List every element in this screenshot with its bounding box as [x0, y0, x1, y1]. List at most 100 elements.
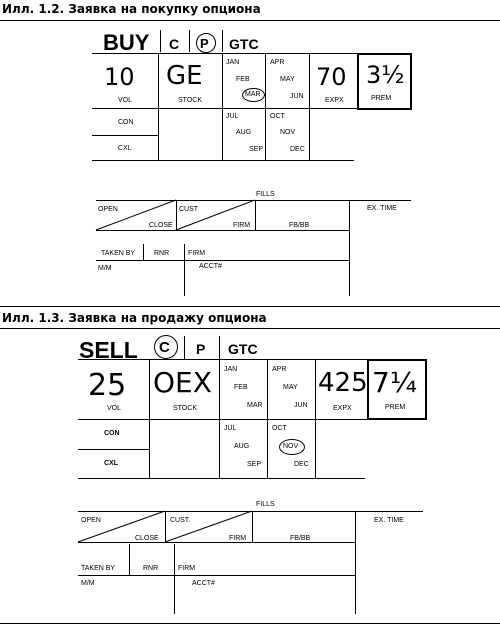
grid-line	[315, 359, 316, 478]
grid-line	[78, 542, 355, 543]
close-label: CLOSE	[149, 222, 173, 229]
call-option: C	[159, 339, 170, 356]
bottom-rule	[0, 623, 500, 624]
grid-line	[96, 260, 349, 261]
takenby-label: TAKEN BY	[81, 565, 116, 572]
open-label: OPEN	[98, 206, 118, 213]
month-apr: APR	[270, 59, 285, 66]
section-rule	[0, 306, 500, 307]
caption-rule	[0, 328, 500, 329]
grid-line	[349, 200, 350, 296]
fills-label: FILLS	[256, 501, 275, 508]
mm-label: M/M	[98, 265, 112, 272]
premium-value: 7¼	[372, 366, 417, 399]
month-mar: MAR	[245, 91, 261, 98]
acct-label: ACCT#	[192, 580, 215, 587]
prem-label: PREM	[385, 404, 406, 411]
premium-box	[357, 53, 412, 110]
stock-label: STOCK	[178, 97, 202, 104]
month-mar: MAR	[247, 402, 263, 409]
grid-line	[165, 511, 166, 542]
month-sep: SEP	[249, 146, 264, 153]
figure-caption-2: Илл. 1.3. Заявка на продажу опциона	[2, 311, 267, 325]
gtc-label: GTC	[229, 36, 259, 52]
open-close-diagonal	[77, 510, 166, 543]
con-label: CON	[118, 119, 134, 126]
month-jan: JAN	[226, 59, 240, 66]
vol-label: VOL	[118, 97, 133, 104]
cust-label: CUST	[179, 206, 199, 213]
cust-firm-diagonal	[175, 199, 256, 231]
open-close-diagonal	[95, 199, 177, 231]
grid-line	[78, 419, 427, 420]
divider	[219, 336, 220, 359]
rnr-label: RNR	[143, 565, 159, 572]
acct-label: ACCT#	[199, 263, 222, 270]
month-may: MAY	[280, 76, 295, 83]
grid-line	[309, 53, 310, 160]
gtc-label: GTC	[228, 341, 258, 357]
month-aug: AUG	[236, 129, 252, 136]
firm-label-2: FIRM	[178, 565, 196, 572]
figure-caption-1: Илл. 1.2. Заявка на покупку опциона	[2, 2, 261, 16]
month-jun: JUN	[290, 93, 304, 100]
grid-line	[96, 230, 349, 231]
quantity-value: 10	[104, 63, 135, 91]
stock-value: GE	[166, 61, 203, 91]
takenby-label: TAKEN BY	[101, 250, 136, 257]
caption-rule	[0, 20, 500, 21]
divider	[189, 30, 190, 52]
expx-label: EXPX	[333, 405, 352, 412]
grid-line	[92, 160, 354, 161]
expx-label: EXPX	[325, 97, 344, 104]
extime-label: EX. TIME	[374, 517, 404, 524]
grid-line	[129, 544, 130, 575]
prem-label: PREM	[371, 95, 392, 102]
month-feb: FEB	[236, 76, 250, 83]
cxl-label: CXL	[104, 460, 118, 467]
grid-line	[222, 53, 223, 160]
action-label: SELL	[79, 337, 138, 363]
grid-line	[219, 359, 220, 478]
divider	[222, 30, 223, 52]
firm-label: FIRM	[233, 222, 251, 229]
grid-line	[355, 511, 356, 614]
month-may: MAY	[283, 384, 298, 391]
grid-line	[78, 359, 427, 360]
fbbb-label: FB/BB	[289, 222, 310, 229]
strike-value: 425	[318, 368, 368, 398]
month-jul: JUL	[226, 113, 239, 120]
grid-line	[78, 449, 149, 450]
grid-line	[78, 575, 355, 576]
call-option: C	[169, 36, 180, 52]
firm-label: FIRM	[229, 535, 247, 542]
cust-firm-diagonal	[164, 510, 253, 543]
divider	[184, 336, 185, 359]
month-dec: DEC	[290, 146, 305, 153]
grid-line	[143, 244, 144, 260]
quantity-value: 25	[88, 368, 127, 403]
close-label: CLOSE	[135, 535, 159, 542]
stock-label: STOCK	[173, 405, 197, 412]
rnr-label: RNR	[154, 250, 170, 257]
open-label: OPEN	[81, 517, 101, 524]
cust-label: CUST.	[170, 517, 191, 524]
extime-label: EX. TIME	[367, 205, 397, 212]
circle-mark	[279, 439, 305, 455]
grid-line	[252, 511, 253, 542]
grid-line	[92, 108, 412, 109]
grid-line	[158, 53, 159, 160]
month-sep: SEP	[247, 461, 262, 468]
month-nov: NOV	[280, 129, 296, 136]
premium-box	[367, 359, 427, 420]
grid-line	[255, 200, 256, 230]
grid-line	[267, 359, 268, 478]
strike-value: 70	[316, 63, 347, 91]
month-oct: OCT	[272, 425, 287, 432]
mm-label: M/M	[81, 580, 95, 587]
premium-value: 3½	[366, 61, 405, 89]
put-option: P	[200, 36, 209, 51]
circle-mark	[154, 335, 178, 359]
grid-line	[174, 544, 175, 614]
fbbb-label: FB/BB	[290, 535, 311, 542]
